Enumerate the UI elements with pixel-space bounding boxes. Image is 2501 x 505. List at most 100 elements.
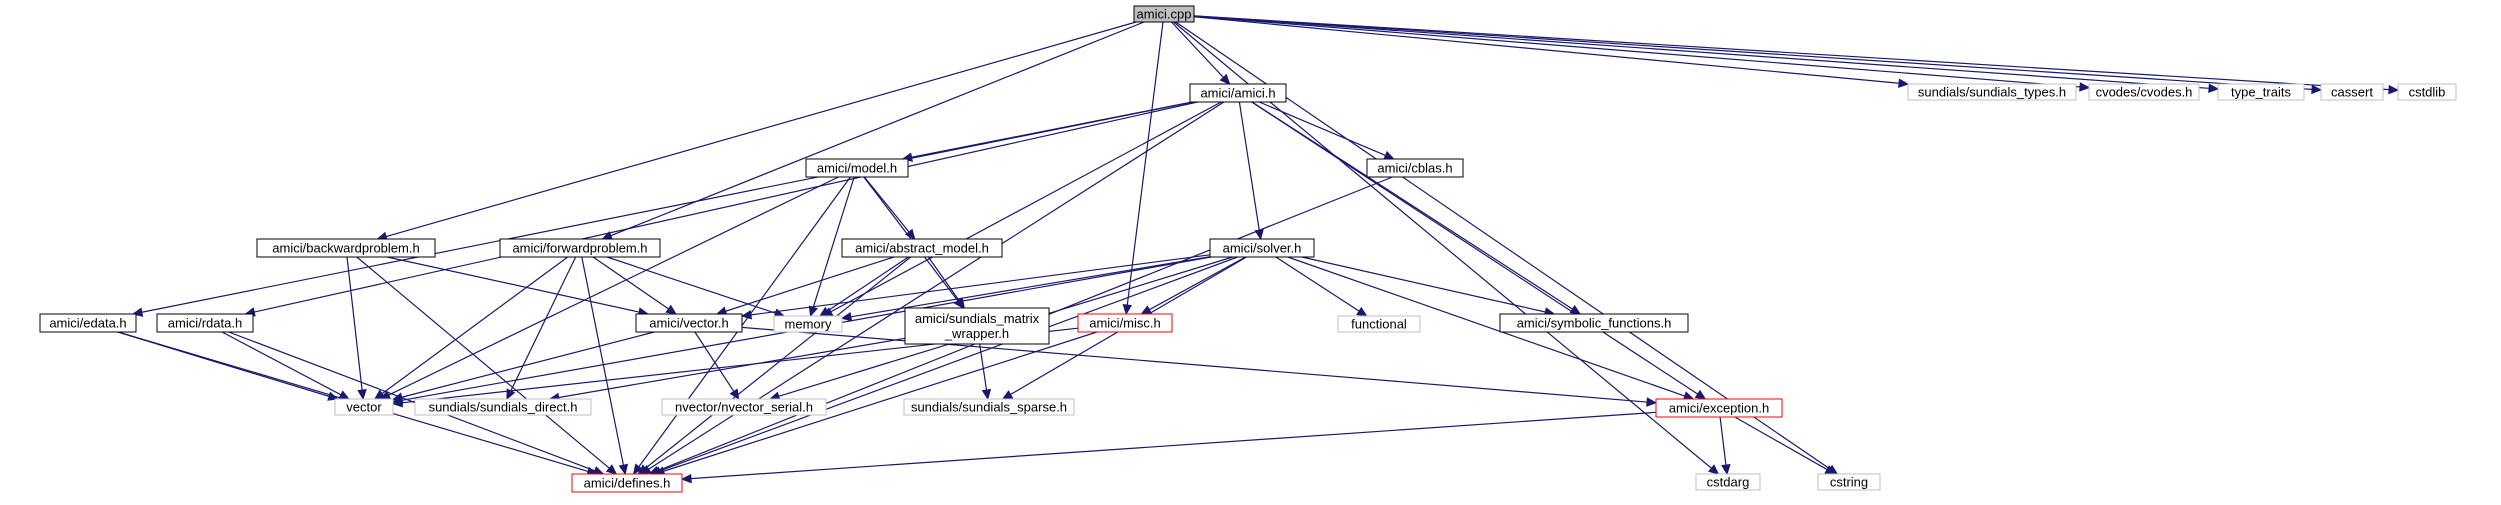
node-rdata-h[interactable]: amici/rdata.h [156, 313, 254, 333]
node-smw-h[interactable]: amici/sundials_matrix_wrapper.h [904, 307, 1050, 345]
node-symbolic-h[interactable]: amici/symbolic_functions.h [1499, 313, 1689, 333]
edge-line [1126, 21, 1164, 306]
node-box [156, 313, 254, 333]
edge-line [254, 101, 1198, 313]
node-model-h[interactable]: amici/model.h [805, 158, 909, 178]
node-box [1499, 313, 1689, 333]
edge-line [850, 256, 1211, 318]
node-label: amici/vector.h [649, 316, 728, 331]
node-root[interactable]: amici.cpp [1133, 5, 1195, 23]
edge-root-to-cvodes [1193, 15, 2091, 92]
nodes-layer: amici.cpp amici/amici.h sundials/sundials_… [39, 5, 2457, 493]
edge-line [385, 21, 1137, 238]
node-label: amici/cblas.h [1377, 161, 1452, 176]
edge-line [927, 256, 960, 301]
node-label: memory [785, 317, 832, 332]
node-box [1907, 83, 2077, 101]
edge-arrowhead [338, 390, 350, 400]
edge-line [1193, 15, 2210, 89]
edge-exception-h-to-defines-h [680, 411, 1657, 484]
node-cstring: cstring [1817, 473, 1881, 491]
node-exception-h[interactable]: amici/exception.h [1655, 398, 1783, 418]
node-cblas-h[interactable]: amici/cblas.h [1366, 158, 1464, 178]
edge-arrowhead [2079, 82, 2091, 92]
node-defines-h[interactable]: amici/defines.h [571, 473, 683, 493]
edge-line [592, 256, 669, 310]
edge-line [1287, 256, 1685, 397]
node-label: sundials/sundials_direct.h [429, 400, 578, 415]
node-abstract-h[interactable]: amici/abstract_model.h [841, 238, 1003, 258]
edge-root-to-sundials-types [1193, 16, 1910, 88]
edge-root-to-misc-h [1122, 21, 1164, 316]
edge-arrowhead [665, 304, 677, 315]
edge-line [1171, 21, 1224, 78]
node-box [904, 307, 1050, 345]
node-backward-h[interactable]: amici/backwardproblem.h [256, 238, 436, 258]
node-box [1337, 315, 1421, 333]
node-box [635, 313, 743, 333]
edge-line [1193, 16, 1900, 84]
edge-arrowhead [1569, 304, 1582, 315]
node-label: sundials/sundials_sparse.h [911, 400, 1067, 415]
node-amici-h[interactable]: amici/amici.h [1189, 83, 1287, 103]
edge-arrowhead [818, 306, 831, 317]
edge-arrowhead [637, 464, 649, 475]
node-box [661, 398, 827, 416]
edge-arrowhead [904, 228, 916, 240]
node-label: sundials/sundials_types.h [1918, 85, 2066, 100]
edge-line [663, 331, 1098, 472]
edge-line [741, 326, 1648, 403]
edge-line [1238, 101, 1260, 231]
node-label: cvodes/cvodes.h [2096, 85, 2193, 100]
edge-line [1193, 15, 2390, 91]
node-box [571, 473, 683, 493]
edge-line [694, 331, 735, 392]
edge-arrowhead [1898, 78, 1910, 88]
edge-solver-h-to-memory [840, 256, 1211, 322]
node-box [1695, 473, 1761, 491]
edge-line [401, 331, 655, 398]
node-label: amici/misc.h [1089, 316, 1161, 331]
edge-arrowhead [2208, 83, 2220, 94]
edge-arrowhead [391, 398, 403, 408]
edge-root-to-cassert [1193, 15, 2323, 95]
node-box [2217, 83, 2305, 101]
edge-line [1149, 256, 1246, 311]
edge-smw-h-to-sundials-direct [548, 337, 906, 403]
node-forward-h[interactable]: amici/forwardproblem.h [499, 238, 661, 258]
node-edata-h[interactable]: amici/edata.h [39, 313, 137, 333]
node-label: amici/edata.h [49, 316, 126, 331]
node-box [39, 313, 137, 333]
edge-root-to-cstdlib [1193, 15, 2400, 95]
edge-solver-h-to-vector-h [740, 254, 1211, 320]
edge-arrowhead [740, 310, 753, 320]
node-nvector-serial: nvector/nvector_serial.h [661, 398, 827, 416]
edge-line [346, 256, 363, 391]
edge-line [1301, 256, 1546, 313]
node-solver-h[interactable]: amici/solver.h [1209, 238, 1315, 258]
node-vector: vector [334, 398, 394, 416]
edge-abstract-h-to-memory [818, 256, 909, 317]
edge-amici-h-to-solver-h [1238, 101, 1264, 241]
edge-arrowhead [1122, 303, 1133, 316]
edge-vector-h-to-nvector-serial [694, 331, 740, 401]
node-box [805, 158, 909, 178]
node-label: amici/sundials_matrix_wrapper.h [915, 311, 1040, 341]
node-label: amici/rdata.h [168, 316, 242, 331]
edge-line [750, 254, 1211, 316]
edge-line [1259, 101, 1386, 157]
edge-line [558, 337, 906, 399]
edge-forward-h-to-defines-h [581, 256, 629, 476]
edge-arrowhead [1356, 306, 1368, 317]
edge-line [812, 176, 855, 308]
node-cvodes: cvodes/cvodes.h [2088, 83, 2200, 101]
node-label: cstdlib [2409, 85, 2446, 100]
node-label: functional [1351, 317, 1407, 332]
node-vector-h[interactable]: amici/vector.h [635, 313, 743, 333]
edge-line [606, 256, 776, 314]
node-misc-h[interactable]: amici/misc.h [1077, 313, 1173, 333]
node-label: amici/defines.h [584, 476, 671, 491]
edge-line [141, 101, 1194, 313]
edge-line [659, 256, 1238, 472]
edge-backward-h-to-vector [346, 256, 367, 401]
